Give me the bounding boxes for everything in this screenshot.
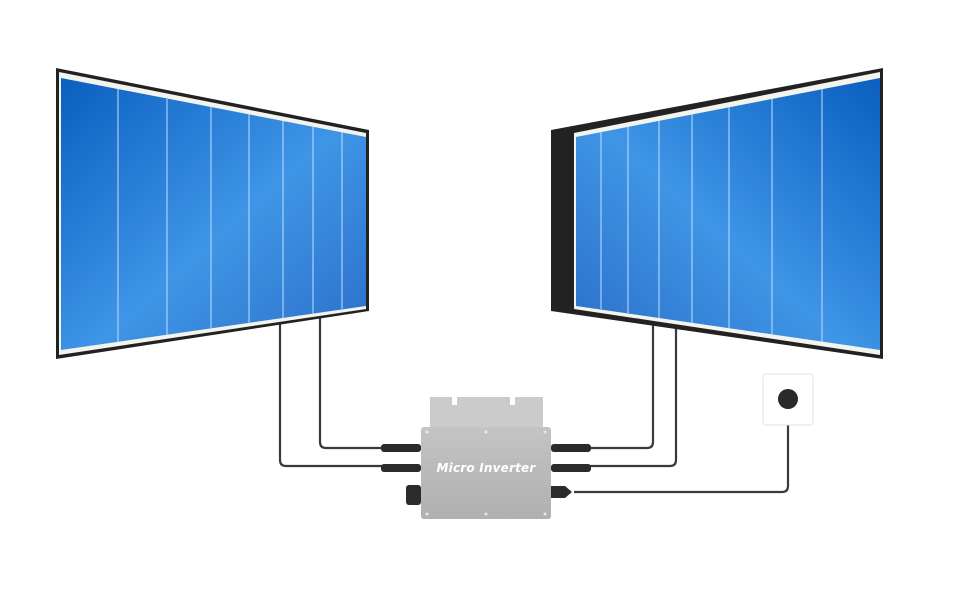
cable-left-2 (318, 312, 382, 450)
cable-left-1 (278, 318, 382, 468)
socket-hole (778, 389, 798, 409)
ac-connector-right (551, 486, 572, 498)
panel-cell-dividers (600, 89, 823, 342)
micro-inverter (381, 397, 591, 519)
mounting-plate (430, 397, 543, 428)
panel-cell-dividers (117, 89, 343, 342)
solar-panel-right (551, 68, 883, 359)
cable-right-1 (588, 320, 655, 450)
solar-panel-left (56, 68, 369, 359)
inverter-label: Micro Inverter (436, 461, 536, 475)
ac-connector-left (406, 485, 421, 505)
mc4-connectors (381, 444, 591, 505)
wall-socket (762, 373, 814, 426)
cable-right-2 (588, 322, 678, 468)
ac-cable (574, 400, 790, 494)
dc-cables (278, 312, 790, 494)
